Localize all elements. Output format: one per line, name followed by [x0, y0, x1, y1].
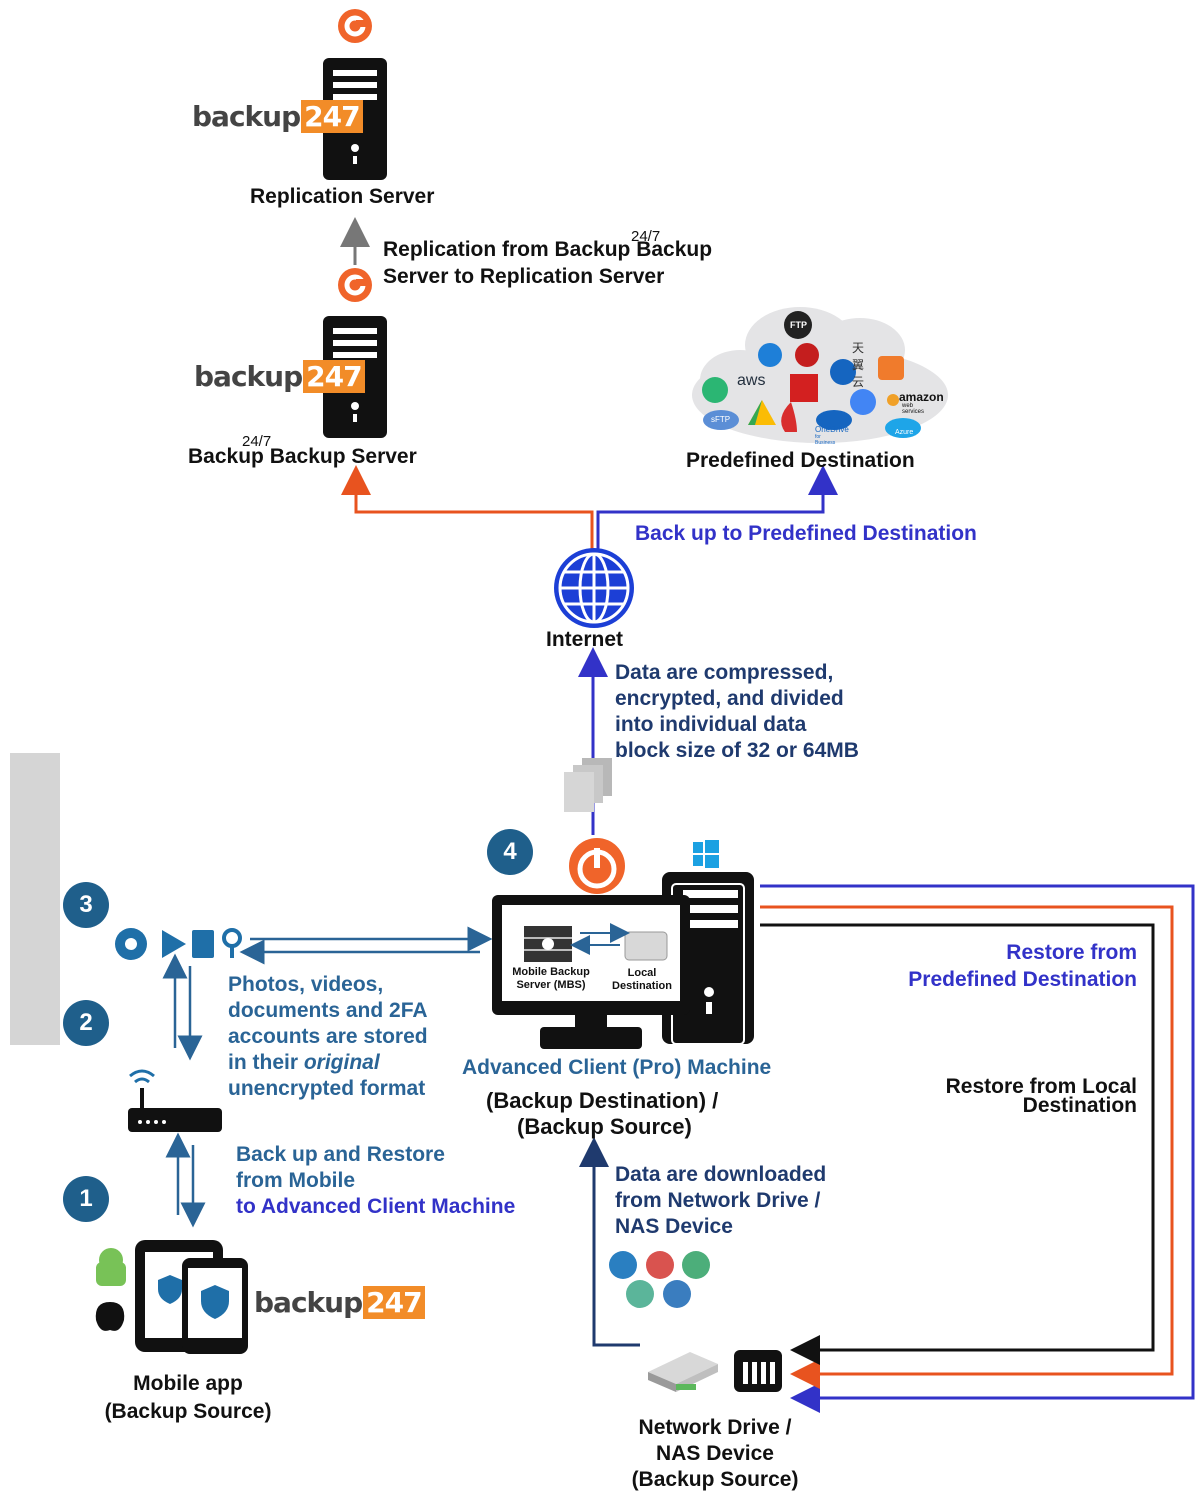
- c-logo-icon: [338, 9, 372, 43]
- replication-superscript: 24/7: [631, 228, 661, 245]
- network-drive-icon: [648, 1352, 718, 1392]
- replication-note-line2: Server to Replication Server: [383, 265, 665, 288]
- indigo-upload-line: [596, 465, 838, 555]
- restore-predefined-line: [760, 884, 1195, 1413]
- backup-server-superscript: 24/7: [242, 433, 272, 450]
- note-line: unencrypted format: [228, 1077, 426, 1100]
- onedrive-label: OneDrive: [815, 425, 849, 434]
- step-3-badge: 3: [63, 882, 109, 928]
- amazon-sub-label: web services: [902, 403, 925, 415]
- step-1-badge: 1: [63, 1176, 109, 1222]
- nas-device-icon: [734, 1350, 782, 1392]
- note-line: into individual data: [615, 713, 807, 736]
- advanced-client-line3: (Backup Source): [517, 1114, 692, 1139]
- replication-server-label: Replication Server: [250, 185, 435, 208]
- restore-orange-line: [760, 905, 1174, 1389]
- backup-to-predefined-label: Back up to Predefined Destination: [635, 522, 977, 545]
- mobile-devices-icon: [95, 1240, 248, 1354]
- note-line: to Advanced Client Machine: [236, 1195, 516, 1218]
- mobile-storage-note: Photos, videos, documents and 2FA accoun…: [228, 972, 428, 1102]
- note-line: from Mobile: [236, 1169, 355, 1192]
- backup-restore-mobile-note: Back up and Restore from Mobile to Advan…: [236, 1142, 515, 1220]
- sftp-label: sFTP: [711, 415, 731, 424]
- documents-icon: [564, 758, 612, 812]
- data-downloaded-note: Data are downloaded from Network Drive /…: [615, 1162, 826, 1240]
- note-line: encrypted, and divided: [615, 687, 844, 710]
- side-panel: [10, 753, 60, 1045]
- router-icon: [128, 1069, 222, 1132]
- backup-server-label: Backup Backup Server: [188, 445, 417, 468]
- note-line: Back up and Restore: [236, 1143, 445, 1166]
- globe-icon: [554, 548, 634, 628]
- advanced-client-title: Advanced Client (Pro) Machine: [462, 1056, 772, 1079]
- advanced-client-line2: (Backup Destination) /: [486, 1088, 719, 1113]
- orange-upload-line: [341, 465, 594, 555]
- network-drive-label: Network Drive /NAS Device(Backup Source): [631, 1416, 799, 1491]
- aws-label: aws: [737, 372, 766, 389]
- note-line: Photos, videos,: [228, 973, 384, 996]
- media-icons: [115, 928, 242, 960]
- note-line: in their original: [228, 1051, 380, 1074]
- file-type-icons: [609, 1251, 710, 1308]
- data-compressed-note: Data are compressed, encrypted, and divi…: [615, 660, 859, 764]
- mobile-app-label: Mobile app(Backup Source): [104, 1372, 272, 1423]
- note-line: Data are compressed,: [615, 661, 834, 684]
- tianyi-label: 天翼云: [852, 341, 865, 389]
- internet-label: Internet: [546, 628, 624, 651]
- windows-icon: [693, 840, 719, 868]
- nas-to-client-line: [579, 1137, 640, 1347]
- note-line: accounts are stored: [228, 1025, 428, 1048]
- step-2-badge: 2: [63, 1000, 109, 1046]
- note-line: Data are downloaded: [615, 1163, 827, 1186]
- ftp-label: FTP: [790, 320, 807, 330]
- amazon-label: amazon: [899, 390, 944, 404]
- onedrive-sub-label: for Business: [815, 434, 836, 446]
- note-line: documents and 2FA: [228, 999, 428, 1022]
- note-line: NAS Device: [615, 1215, 733, 1238]
- step-4-badge: 4: [487, 829, 533, 875]
- cloud-icon: [692, 307, 948, 443]
- replication-note-line1: Replication from Backup Backup: [383, 238, 713, 261]
- note-line: block size of 32 or 64MB: [615, 739, 859, 762]
- c-logo-icon: [338, 268, 372, 302]
- note-line: from Network Drive /: [615, 1189, 821, 1212]
- backup-clock-icon: [569, 838, 625, 894]
- restore-local-line: [760, 923, 1155, 1365]
- monitor-icon: [492, 895, 690, 1049]
- predefined-destination-label: Predefined Destination: [686, 449, 915, 472]
- azure-label: Azure: [895, 429, 914, 436]
